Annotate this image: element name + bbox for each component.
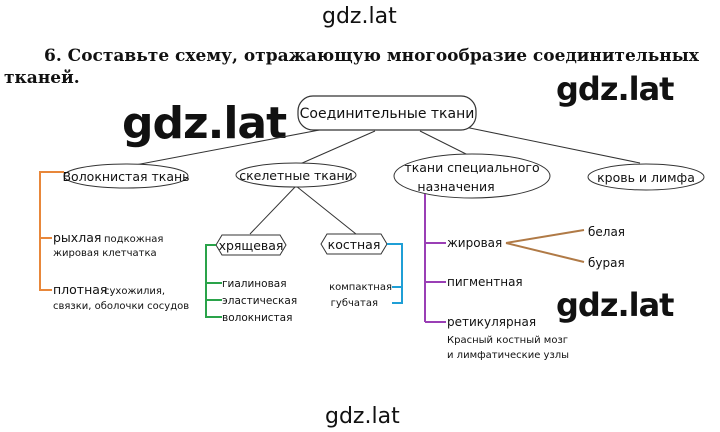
fat-white-label: белая bbox=[588, 225, 625, 239]
fat-fork bbox=[505, 229, 585, 263]
bone-type-1: компактная bbox=[329, 282, 392, 293]
node-skeletal: скелетные ткани bbox=[235, 162, 357, 188]
reticular-desc-2: и лимфатические узлы bbox=[447, 350, 569, 361]
dense-desc-2: связки, оболочки сосудов bbox=[53, 301, 189, 312]
node-fibrous: Волокнистая ткань bbox=[62, 163, 190, 189]
loose-label: рыхлая bbox=[53, 230, 101, 245]
fat-brown-label: бурая bbox=[588, 256, 625, 270]
bone-bracket bbox=[387, 243, 403, 304]
reticular-desc-1: Красный костный мозг bbox=[447, 335, 568, 346]
cartilage-label: хрящевая bbox=[219, 238, 284, 253]
bone-type-2: губчатая bbox=[331, 298, 378, 309]
skeletal-label: скелетные ткани bbox=[239, 168, 353, 183]
task-line-1: 6. Составьте схему, отражающую многообра… bbox=[44, 46, 699, 66]
node-special: ткани специального назначения bbox=[393, 153, 551, 199]
tree-connectors bbox=[129, 125, 641, 235]
node-bone: костная bbox=[320, 233, 388, 255]
reticular-label: ретикулярная bbox=[447, 315, 536, 329]
special-label-1: ткани специального bbox=[404, 160, 539, 175]
watermark-right-top: gdz.lat bbox=[556, 70, 674, 108]
fat-label: жировая bbox=[447, 236, 502, 250]
watermark-right-mid: gdz.lat bbox=[556, 286, 674, 324]
dense-label: плотная bbox=[53, 282, 107, 297]
special-bracket bbox=[424, 194, 446, 323]
fibrous-bracket bbox=[39, 171, 64, 291]
blood-label: кровь и лимфа bbox=[597, 170, 695, 185]
loose-desc-2: жировая клетчатка bbox=[53, 248, 157, 259]
special-label-2: назначения bbox=[417, 179, 494, 194]
cartilage-bracket bbox=[205, 244, 222, 318]
fibrous-label: Волокнистая ткань bbox=[62, 169, 189, 184]
dense-desc-1: сухожилия, bbox=[104, 286, 165, 297]
cartilage-type-1: гиалиновая bbox=[222, 278, 287, 290]
cartilage-type-2: эластическая bbox=[222, 295, 297, 307]
watermark-bottom: gdz.lat bbox=[325, 404, 400, 429]
task-line-2: тканей. bbox=[4, 68, 80, 88]
cartilage-type-3: волокнистая bbox=[222, 312, 292, 324]
node-cartilage: хрящевая bbox=[215, 234, 287, 256]
watermark-top: gdz.lat bbox=[322, 4, 397, 29]
pigment-label: пигментная bbox=[447, 275, 523, 289]
root-label: Соединительные ткани bbox=[300, 106, 475, 122]
loose-desc-1: подкожная bbox=[104, 234, 163, 245]
watermark-left: gdz.lat bbox=[122, 98, 287, 149]
node-blood: кровь и лимфа bbox=[587, 163, 705, 191]
bone-label: костная bbox=[328, 237, 381, 252]
node-root: Соединительные ткани bbox=[297, 95, 477, 131]
